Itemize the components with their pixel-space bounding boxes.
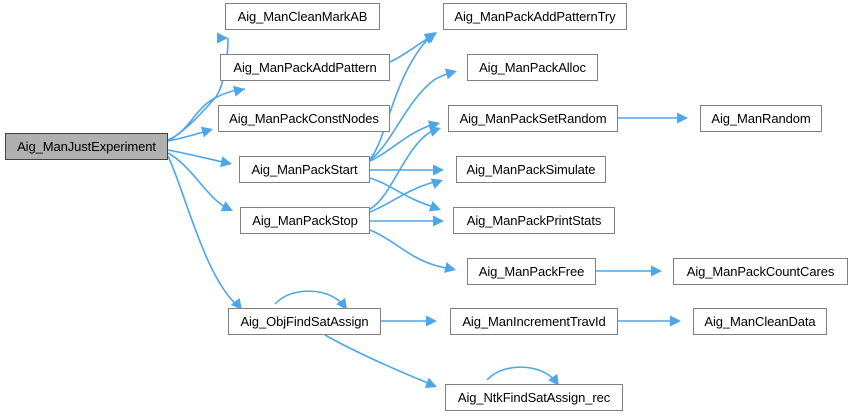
- graph-node-label: Aig_ManPackPrintStats: [466, 213, 602, 228]
- edge-n8-to-n11: [369, 177, 439, 210]
- arrowhead-n0-to-n5: [200, 126, 213, 138]
- graph-node-label: Aig_ManPackStart: [251, 162, 358, 177]
- graph-node-aig-manpacksimulate[interactable]: Aig_ManPackSimulate: [456, 156, 606, 183]
- graph-node-label: Aig_ObjFindSatAssign: [240, 314, 369, 329]
- graph-node-label: Aig_ManJustExperiment: [17, 139, 156, 154]
- edge-n0-to-n8: [167, 149, 229, 164]
- graph-node-label: Aig_ManPackAddPattern: [233, 60, 377, 75]
- arrowhead-n14-to-n15: [426, 315, 437, 327]
- arrowhead-n17-to-n17: [548, 373, 559, 386]
- graph-node-aig-manrandom[interactable]: Aig_ManRandom: [700, 105, 822, 132]
- edge-n0-to-n14: [167, 155, 239, 307]
- graph-node-aig-manpackstart[interactable]: Aig_ManPackStart: [239, 156, 370, 183]
- arrowhead-n10-to-n9: [430, 178, 443, 189]
- graph-node-label: Aig_ManPackStop: [252, 213, 358, 228]
- arrowhead-n0-to-n8: [220, 156, 232, 168]
- graph-node-label: Aig_ManRandom: [711, 111, 811, 126]
- edges-group: [167, 32, 688, 388]
- graph-node-aig-manpackconstnodes[interactable]: Aig_ManPackConstNodes: [218, 105, 390, 132]
- graph-node-aig-manpackaddpattern[interactable]: Aig_ManPackAddPattern: [220, 54, 390, 81]
- graph-node-aig-manpackstop[interactable]: Aig_ManPackStop: [240, 207, 370, 234]
- graph-node-aig-manpackcountcares[interactable]: Aig_ManPackCountCares: [673, 258, 848, 285]
- edge-n17-to-n17: [486, 366, 558, 384]
- graph-node-label: Aig_ManCleanData: [704, 314, 816, 329]
- arrowhead-n0-to-n14: [230, 297, 242, 310]
- graph-node-label: Aig_ManPackFree: [478, 264, 585, 279]
- arrowhead-n15-to-n16: [670, 315, 681, 327]
- arrowhead-n8-to-n4: [444, 68, 457, 80]
- graph-node-label: Aig_ManPackAlloc: [479, 60, 586, 75]
- graph-node-aig-mancleanmarkab[interactable]: Aig_ManCleanMarkAB: [225, 3, 380, 30]
- arrowhead-n10-to-n11: [433, 215, 444, 227]
- arrowhead-n8-to-n9: [433, 164, 444, 176]
- arrowhead-n8-to-n11: [428, 201, 441, 212]
- arrowhead-n10-to-n6: [428, 126, 441, 137]
- graph-node-aig-manincrementtravid[interactable]: Aig_ManIncrementTravId: [450, 308, 618, 335]
- arrowhead-n14-to-n14: [336, 297, 347, 310]
- graph-node-label: Aig_ManPackAddPatternTry: [454, 9, 616, 24]
- arrowhead-n8-to-n2: [424, 32, 437, 43]
- graph-node-aig-manpackprintstats[interactable]: Aig_ManPackPrintStats: [453, 207, 615, 234]
- edge-n0-to-n10: [167, 152, 229, 210]
- arrowhead-n0-to-n10: [220, 201, 233, 212]
- graph-node-label: Aig_ManCleanMarkAB: [237, 9, 368, 24]
- edge-n14-to-n17: [324, 334, 434, 386]
- arrowhead-n12-to-n13: [651, 265, 662, 277]
- edge-n10-to-n9: [369, 179, 441, 213]
- graph-node-aig-manpackfree[interactable]: Aig_ManPackFree: [467, 258, 596, 285]
- arrowhead-n14-to-n17: [424, 377, 437, 388]
- edge-n10-to-n12: [369, 229, 453, 270]
- graph-node-aig-manjustexperiment[interactable]: Aig_ManJustExperiment: [5, 133, 168, 160]
- graph-node-aig-manpackalloc[interactable]: Aig_ManPackAlloc: [467, 54, 598, 81]
- graph-node-label: Aig_ManPackConstNodes: [229, 111, 379, 126]
- edge-n8-to-n4: [369, 71, 454, 161]
- arrowhead-n10-to-n12: [444, 262, 456, 273]
- graph-node-label: Aig_ManPackSetRandom: [459, 111, 607, 126]
- graph-node-aig-manpacksetrandom[interactable]: Aig_ManPackSetRandom: [448, 105, 618, 132]
- graph-node-aig-manpackaddpatterntry[interactable]: Aig_ManPackAddPatternTry: [443, 3, 627, 30]
- edge-n14-to-n14: [274, 290, 346, 308]
- edge-n3-to-n2: [389, 35, 433, 63]
- graph-node-label: Aig_ManPackSimulate: [466, 162, 596, 177]
- graph-node-label: Aig_ManIncrementTravId: [462, 314, 606, 329]
- graph-node-aig-mancleandata[interactable]: Aig_ManCleanData: [693, 308, 827, 335]
- graph-node-label: Aig_NtkFindSatAssign_rec: [457, 390, 611, 405]
- arrowhead-n0-to-n1: [217, 32, 228, 44]
- arrowhead-n0-to-n3: [233, 85, 245, 97]
- graph-node-label: Aig_ManPackCountCares: [686, 264, 835, 279]
- graph-node-aig-objfindsatassign[interactable]: Aig_ObjFindSatAssign: [228, 308, 381, 335]
- graph-node-aig-ntkfindsatassign-rec[interactable]: Aig_NtkFindSatAssign_rec: [445, 384, 623, 411]
- arrowhead-n6-to-n7: [677, 112, 688, 124]
